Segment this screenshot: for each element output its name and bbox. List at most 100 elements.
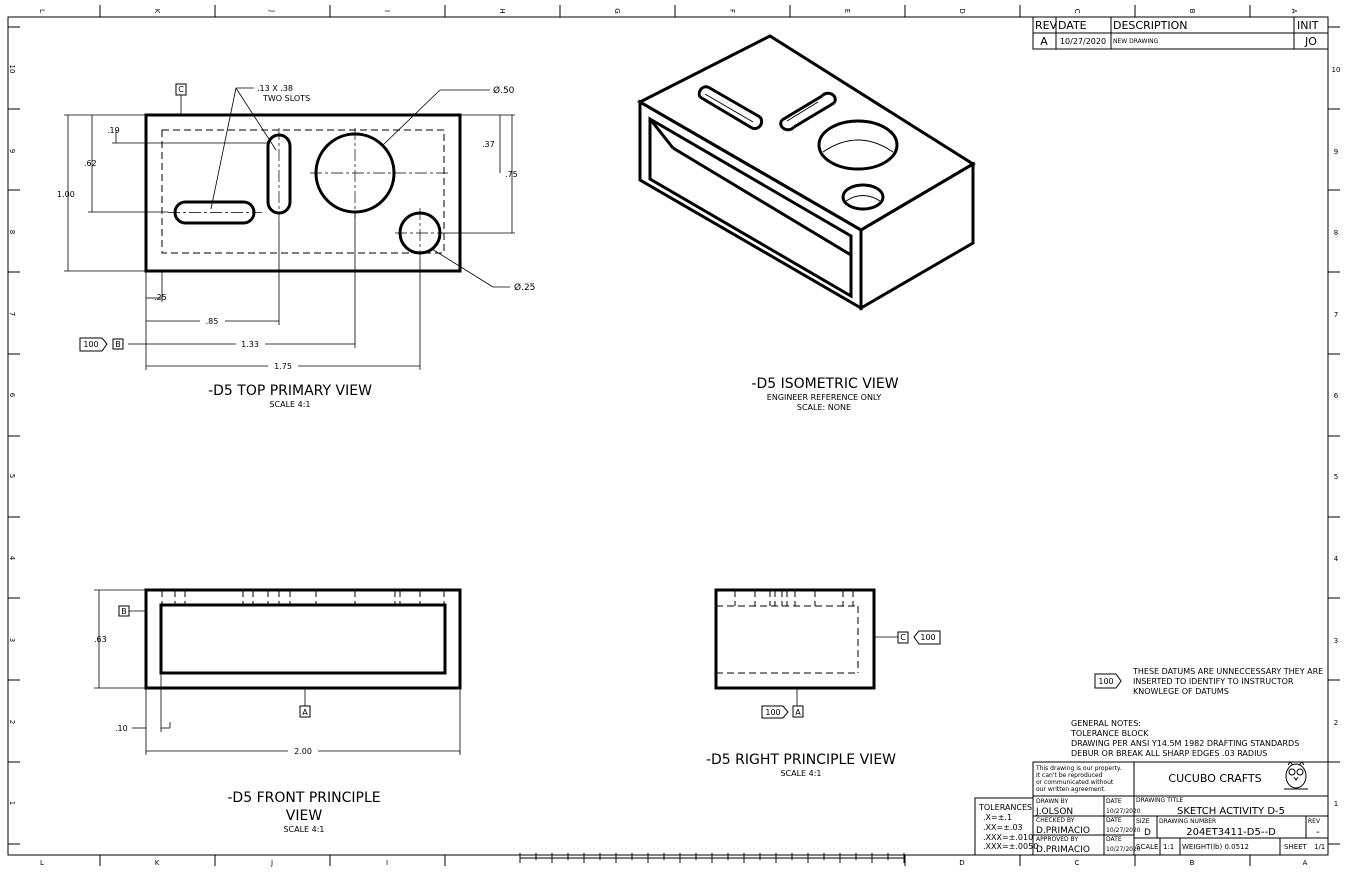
datum-note-line: INSERTED TO IDENTIFY TO INSTRUCTOR xyxy=(1133,677,1294,686)
zone-letter-bottom: C xyxy=(1075,859,1080,867)
zone-number-left: 9 xyxy=(8,149,16,153)
zone-letter-top: I xyxy=(383,10,391,12)
zone-number-left: 7 xyxy=(8,312,16,316)
rev-description-value: NEW DRAWING xyxy=(1113,38,1159,45)
view-title: -D5 ISOMETRIC VIEW xyxy=(751,376,898,392)
zone-number-left: 1 xyxy=(8,801,16,805)
zone-number-left: 4 xyxy=(8,556,16,561)
datum-c-symbol: C xyxy=(900,633,906,642)
dim-37: .37 xyxy=(482,140,495,149)
view-scale: SCALE 4:1 xyxy=(780,769,821,778)
zone-number-right: 6 xyxy=(1334,392,1339,400)
date-label: DATE xyxy=(1106,817,1122,824)
general-notes-heading: GENERAL NOTES: xyxy=(1071,719,1141,728)
drawn-by-label: DRAWN BY xyxy=(1036,798,1068,805)
zone-letter-top: F xyxy=(728,9,736,13)
tolerance-line: .XXX=±.0050 xyxy=(983,842,1038,851)
notes-area: 100 THESE DATUMS ARE UNNECCESSARY THEY A… xyxy=(1070,667,1323,758)
zone-number-right: 1 xyxy=(1334,800,1338,808)
datum-a-symbol: A xyxy=(302,708,308,717)
rev-value: A xyxy=(1040,35,1048,48)
company-name: CUCUBO CRAFTS xyxy=(1168,772,1261,785)
rev-label: REV xyxy=(1308,818,1321,825)
zone-letter-bottom: D xyxy=(959,859,964,867)
property-note: our written agreement. xyxy=(1036,786,1106,793)
datum-note-line: THESE DATUMS ARE UNNECCESSARY THEY ARE xyxy=(1132,667,1323,676)
tolerance-line: .X=±.1 xyxy=(983,813,1012,822)
view-title: -D5 RIGHT PRINCIPLE VIEW xyxy=(706,752,896,768)
view-note: ENGINEER REFERENCE ONLY xyxy=(767,393,882,402)
scale-value: 1:1 xyxy=(1163,843,1174,851)
isometric-view: -D5 ISOMETRIC VIEW ENGINEER REFERENCE ON… xyxy=(636,34,976,412)
dim-133: 1.33 xyxy=(241,340,259,349)
revision-block: REV DATE DESCRIPTION INIT A 10/27/2020 N… xyxy=(1032,16,1329,50)
init-header: INIT xyxy=(1297,19,1319,32)
date-label: DATE xyxy=(1106,798,1122,805)
dim-10: .10 xyxy=(115,724,128,733)
zone-letter-top: J xyxy=(268,9,276,12)
rev-date-value: 10/27/2020 xyxy=(1060,37,1106,46)
zone-number-left: 6 xyxy=(8,393,16,398)
view-title-line2: VIEW xyxy=(286,808,323,824)
date-label: DATE xyxy=(1106,836,1122,843)
approved-by-value: D.PRIMACIO xyxy=(1036,845,1090,855)
sheet-value: 1/1 xyxy=(1314,843,1325,851)
rev-header: REV xyxy=(1035,19,1058,32)
dia-large-label: Ø.50 xyxy=(493,85,515,96)
zone-number-right: 5 xyxy=(1334,473,1338,481)
zone-number-left: 8 xyxy=(8,230,16,234)
dim-19: .19 xyxy=(107,126,120,135)
flag-100: 100 xyxy=(920,633,935,642)
right-principle-view: C 100 100 A -D5 RIGHT PRINCIPLE VIEW SCA… xyxy=(706,588,941,778)
datum-c-symbol: C xyxy=(178,85,184,94)
zone-letter-bottom: K xyxy=(155,859,160,867)
zone-number-right: 4 xyxy=(1334,555,1339,563)
zone-number-right: 9 xyxy=(1334,148,1338,156)
property-note: This drawing is our property. xyxy=(1035,765,1122,772)
zone-letter-bottom: L xyxy=(40,859,44,867)
general-note-line: DEBUR OR BREAK ALL SHARP EDGES .03 RADIU… xyxy=(1071,749,1267,758)
zone-letter-top: G xyxy=(613,8,621,13)
rev-value: - xyxy=(1316,827,1320,838)
date-value: 10/27/2020 xyxy=(1106,846,1141,853)
size-label: SIZE xyxy=(1136,818,1150,825)
slot-note-count: TWO SLOTS xyxy=(262,94,310,103)
dim-200: 2.00 xyxy=(294,747,312,756)
zone-letter-top: B xyxy=(1188,9,1196,14)
top-primary-view: .13 X .38 TWO SLOTS Ø.50 Ø.25 C .19 .62 … xyxy=(57,83,535,409)
view-scale: SCALE 4:1 xyxy=(269,400,310,409)
property-note: or communicated without xyxy=(1036,779,1114,786)
scale-label: SCALE xyxy=(1136,843,1158,851)
zone-letter-bottom: I xyxy=(386,859,388,867)
tolerances-label: TOLERANCES xyxy=(978,803,1032,812)
date-value: 10/27/2020 xyxy=(1106,827,1141,834)
general-note-line: TOLERANCE BLOCK xyxy=(1070,729,1149,738)
flag-100: 100 xyxy=(83,340,98,349)
general-note-line: DRAWING PER ANSI Y14.5M 1982 DRAFTING ST… xyxy=(1071,739,1299,748)
date-header: DATE xyxy=(1058,19,1087,32)
dia-small-label: Ø.25 xyxy=(514,282,535,293)
zone-number-left: 3 xyxy=(8,638,16,642)
zone-number-right: 2 xyxy=(1334,719,1338,727)
sheet-border: L K J I H G F E D C B A L K J I D C B A … xyxy=(7,5,1341,867)
property-note: It can't be reproduced xyxy=(1036,772,1103,779)
zone-letter-bottom: J xyxy=(270,859,273,867)
view-scale: SCALE: NONE xyxy=(797,403,851,412)
datum-b-symbol: B xyxy=(115,340,121,349)
size-value: D xyxy=(1144,828,1151,838)
slot-note: .13 X .38 xyxy=(257,84,293,93)
dim-85: .85 xyxy=(206,317,219,326)
dim-25: .25 xyxy=(154,293,167,302)
dim-100: 1.00 xyxy=(57,190,75,199)
zone-number-right: 8 xyxy=(1334,229,1338,237)
dim-62: .62 xyxy=(84,159,97,168)
zone-letter-top: L xyxy=(38,9,46,13)
dim-175: 1.75 xyxy=(274,362,292,371)
drawn-by-value: J.OLSON xyxy=(1035,807,1073,817)
note-flag-100: 100 xyxy=(1098,677,1113,686)
datum-a-symbol: A xyxy=(795,708,801,717)
zone-number-right: 10 xyxy=(1332,66,1341,74)
owl-logo-icon xyxy=(1284,761,1308,790)
tolerance-line: .XXX=±.010 xyxy=(983,833,1033,842)
